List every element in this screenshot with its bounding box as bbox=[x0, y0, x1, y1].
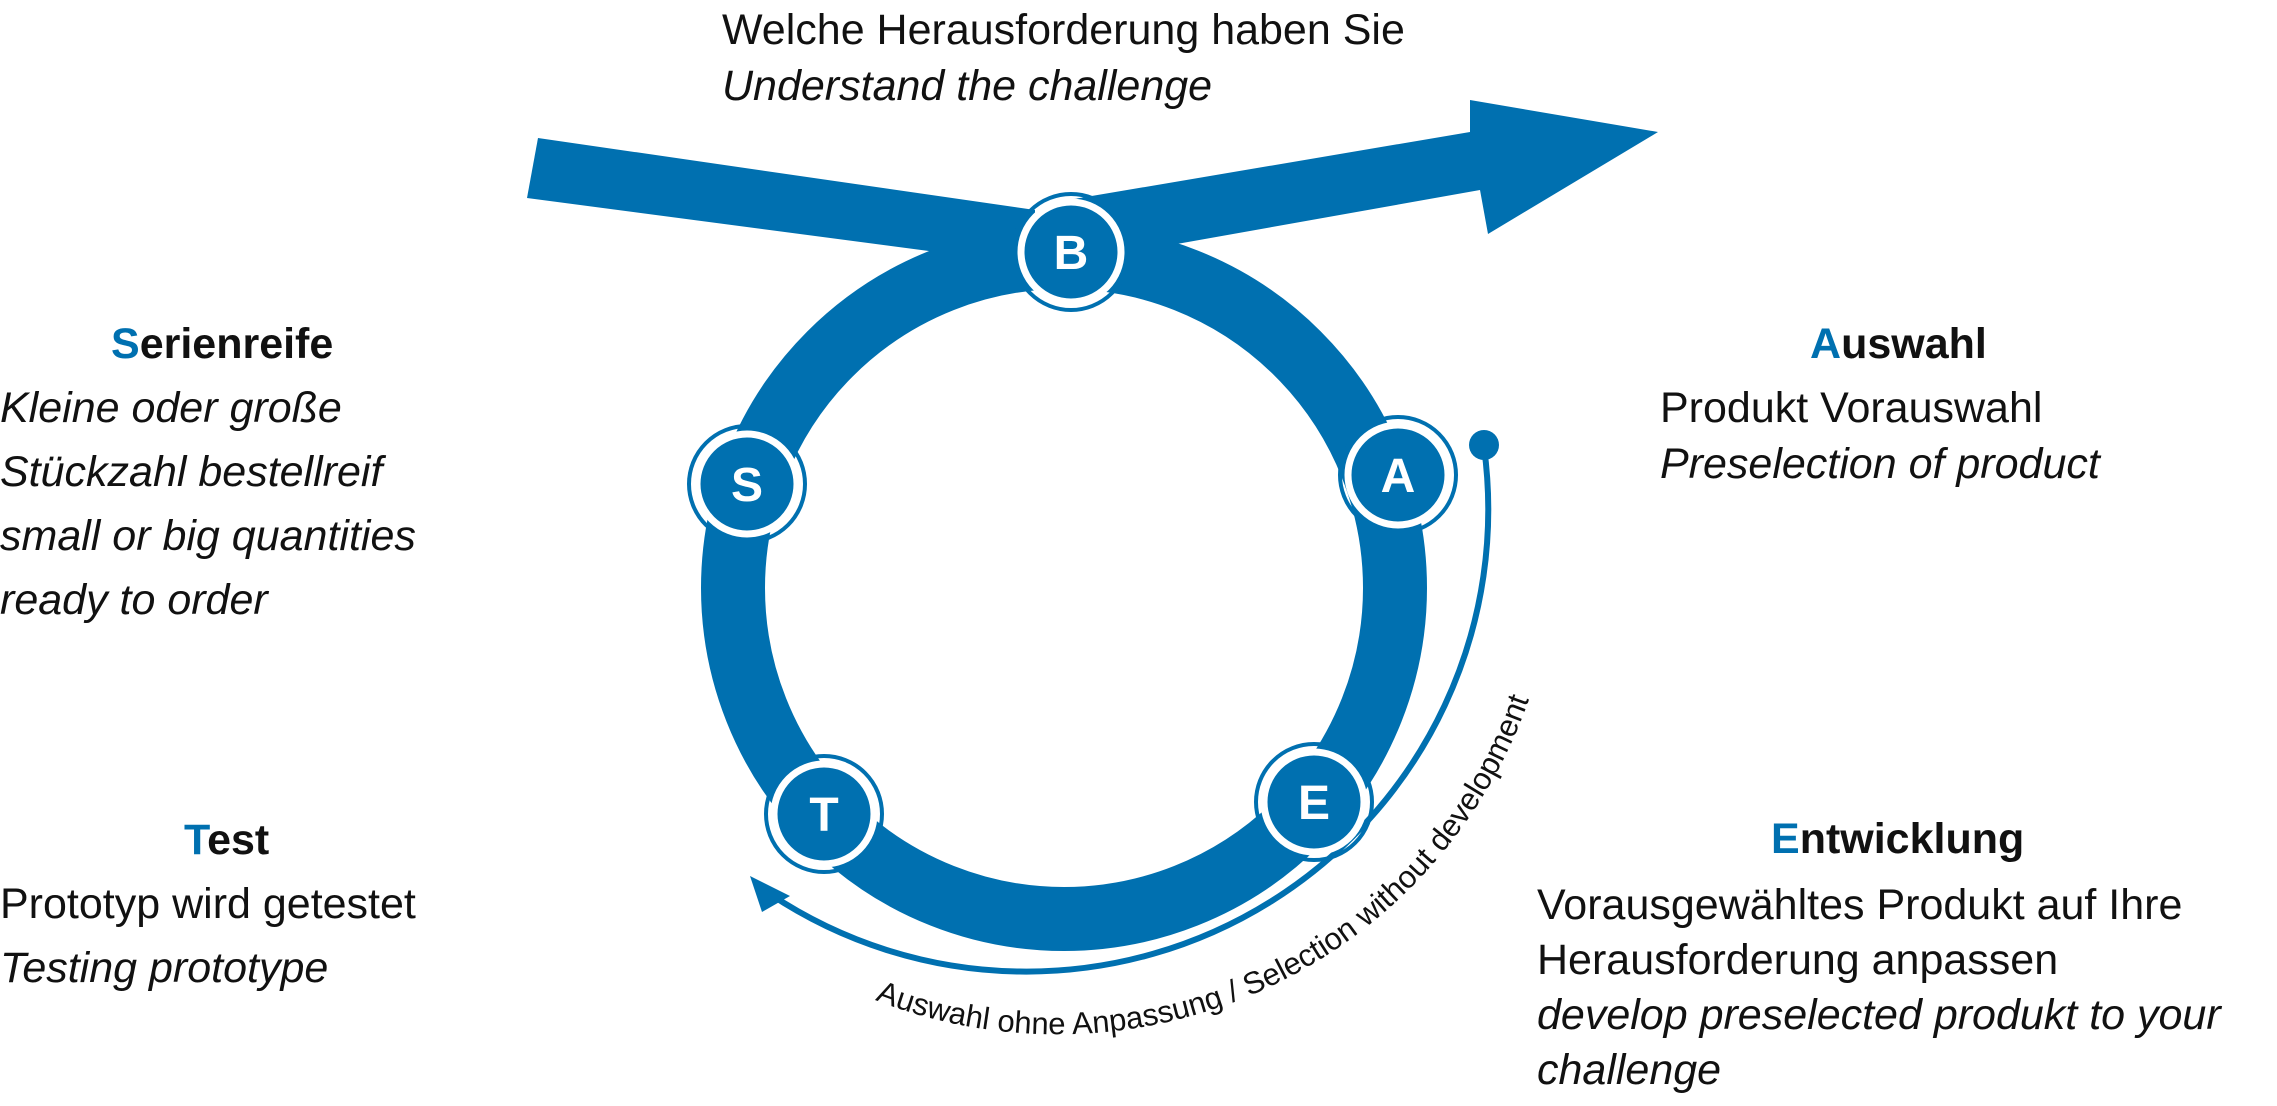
test-rest: est bbox=[207, 816, 270, 864]
entwicklung-line-1: Vorausgewähltes Produkt auf Ihre bbox=[1537, 881, 2183, 929]
auswahl-line-de: Produkt Vorauswahl bbox=[1660, 384, 2043, 432]
serienreife-initial: S bbox=[111, 320, 140, 368]
serienreife-line-4: ready to order bbox=[0, 576, 268, 624]
entwicklung-rest: ntwicklung bbox=[1799, 815, 2025, 863]
auswahl-initial: A bbox=[1810, 320, 1842, 368]
auswahl-heading: Auswahl bbox=[1810, 320, 1987, 369]
entwicklung-line-2: Herausforderung anpassen bbox=[1537, 936, 2059, 984]
shortcut-start-dot bbox=[1469, 430, 1499, 460]
node-b-label: B bbox=[1054, 227, 1089, 280]
entwicklung-initial: E bbox=[1771, 815, 1800, 863]
shortcut-arrowhead bbox=[750, 876, 790, 912]
node-t-label: T bbox=[809, 789, 838, 842]
test-heading: Test bbox=[184, 816, 269, 865]
node-s: S bbox=[687, 424, 807, 544]
top-label-de: Welche Herausforderung haben Sie bbox=[722, 6, 1405, 54]
serienreife-rest: erienreife bbox=[139, 320, 334, 368]
shortcut-arc bbox=[768, 446, 1492, 975]
auswahl-line-en: Preselection of product bbox=[1660, 440, 2100, 488]
entwicklung-heading: Entwicklung bbox=[1771, 815, 2024, 864]
node-s-label: S bbox=[731, 459, 763, 512]
serienreife-line-2: Stückzahl bestellreif bbox=[0, 448, 383, 496]
entwicklung-line-3: develop preselected produkt to your bbox=[1537, 991, 2221, 1039]
serienreife-line-1: Kleine oder große bbox=[0, 384, 342, 432]
test-line-de: Prototyp wird getestet bbox=[0, 880, 416, 928]
serienreife-line-3: small or big quantities bbox=[0, 512, 416, 560]
node-e-label: E bbox=[1298, 777, 1330, 830]
node-a-label: A bbox=[1381, 450, 1416, 503]
node-t: T bbox=[764, 754, 884, 874]
node-e: E bbox=[1254, 742, 1374, 862]
auswahl-rest: uswahl bbox=[1841, 320, 1987, 368]
test-line-en: Testing prototype bbox=[0, 944, 329, 992]
node-b: B bbox=[1011, 192, 1131, 312]
entwicklung-line-4: challenge bbox=[1537, 1046, 1722, 1094]
node-a: A bbox=[1338, 415, 1458, 535]
serienreife-heading: Serienreife bbox=[111, 320, 333, 369]
incoming-arrow-band bbox=[527, 138, 1035, 265]
outgoing-arrow bbox=[1068, 100, 1658, 262]
top-label-en: Understand the challenge bbox=[722, 62, 1213, 110]
test-initial: T bbox=[184, 816, 208, 864]
